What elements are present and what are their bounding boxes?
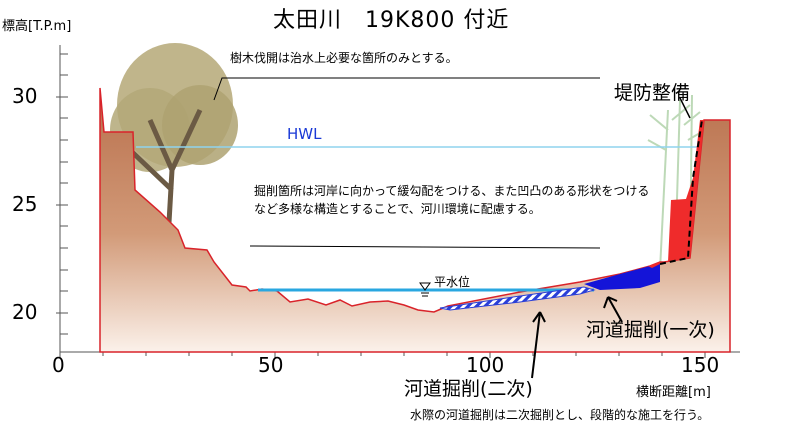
levee-label-leader bbox=[679, 97, 691, 119]
excavation-secondary-area bbox=[439, 286, 596, 311]
excavation-note: 掘削箇所は河岸に向かって緩勾配をつける、また凹凸のある形状をつけるなど多様な構造… bbox=[254, 184, 650, 216]
tree-note-leader bbox=[213, 77, 600, 101]
x-tick-150: 150 bbox=[681, 353, 720, 377]
x-tick-100: 100 bbox=[466, 353, 505, 377]
x-tick-0: 0 bbox=[52, 353, 65, 377]
y-tick-30: 30 bbox=[12, 84, 38, 108]
levee-label: 堤防整備 bbox=[614, 82, 691, 104]
water-level-icon bbox=[419, 282, 431, 297]
tree-note: 樹木伐開は治水上必要な箇所のみとする。 bbox=[230, 51, 458, 65]
y-tick-25: 25 bbox=[12, 192, 38, 216]
excavation-secondary-label: 河道掘削(二次) bbox=[404, 378, 533, 400]
excavation-primary-area bbox=[584, 264, 660, 290]
y-axis-label: 標高[T.P.m] bbox=[2, 19, 72, 34]
y-tick-20: 20 bbox=[12, 300, 38, 324]
x-tick-50: 50 bbox=[258, 353, 284, 377]
x-axis-label: 横断距離[m] bbox=[636, 385, 711, 400]
hwl-label: HWL bbox=[287, 125, 322, 143]
arrow-primary bbox=[603, 296, 623, 323]
water-level-label: 平水位 bbox=[434, 275, 471, 289]
arrow-secondary bbox=[531, 311, 546, 379]
page-title: 太田川 19K800 付近 bbox=[273, 8, 510, 33]
bottom-note: 水際の河道掘削は二次掘削とし、段階的な施工を行う。 bbox=[410, 408, 710, 422]
excavation-primary-label: 河道掘削(一次) bbox=[586, 319, 715, 341]
excavation-note-leader bbox=[249, 245, 601, 249]
levee-outline bbox=[659, 119, 703, 265]
